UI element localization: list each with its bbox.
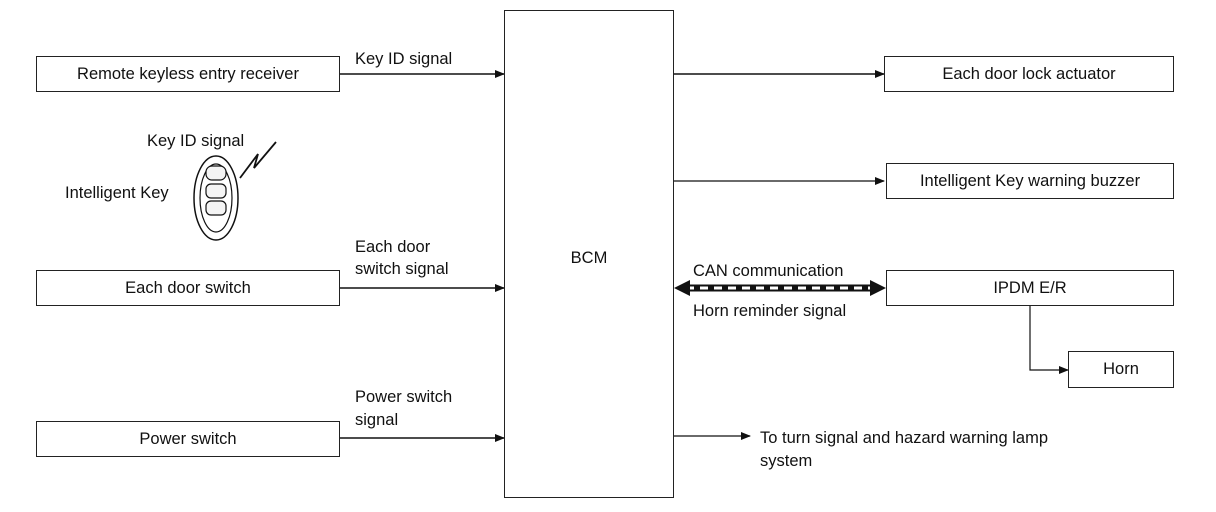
ipdm-er-box: IPDM E/R xyxy=(886,270,1174,306)
horn-reminder-signal-label: Horn reminder signal xyxy=(693,302,847,320)
door-switch-signal-label-line2: switch signal xyxy=(355,260,449,278)
wireless-signal-icon xyxy=(239,141,277,179)
intelligent-key-id-signal-label: Key ID signal xyxy=(147,132,245,150)
intelligent-key-label: Intelligent Key xyxy=(65,184,169,202)
bcm-label: BCM xyxy=(570,249,608,267)
each-door-lock-actuator-box: Each door lock actuator xyxy=(884,56,1174,92)
turn-signal-label-line1: To turn signal and hazard warning lamp xyxy=(760,429,1049,447)
can-arrowhead-right xyxy=(870,280,886,296)
intelligent-key-fob-icon xyxy=(193,155,239,241)
power-switch-signal-label-line1: Power switch xyxy=(355,388,453,406)
can-arrowhead-left xyxy=(674,280,690,296)
remote-keyless-entry-receiver-box: Remote keyless entry receiver xyxy=(36,56,340,92)
power-switch-signal-label-line2: signal xyxy=(355,411,399,429)
intelligent-key-warning-buzzer-box: Intelligent Key warning buzzer xyxy=(886,163,1174,199)
horn-box: Horn xyxy=(1068,351,1174,388)
arrow-ipdm-to-horn xyxy=(1029,306,1069,374)
turn-signal-label-line2: system xyxy=(760,452,813,470)
can-communication-label: CAN communication xyxy=(693,262,844,280)
power-switch-box: Power switch xyxy=(36,421,340,457)
remote-key-id-signal-label: Key ID signal xyxy=(355,50,453,68)
door-switch-signal-label-line1: Each door xyxy=(355,238,431,256)
bcm-box: BCM xyxy=(504,10,674,498)
each-door-switch-box: Each door switch xyxy=(36,270,340,306)
